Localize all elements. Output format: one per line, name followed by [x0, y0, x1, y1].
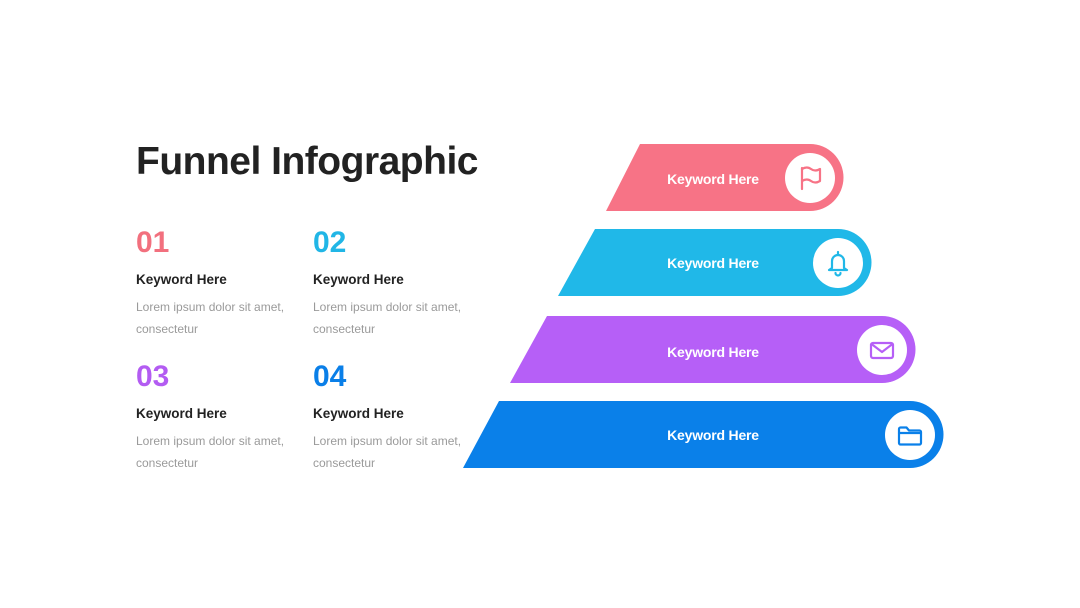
funnel-band-3	[510, 316, 916, 383]
folder-icon-circle	[885, 410, 935, 460]
bell-icon	[827, 250, 849, 277]
item-number: 04	[313, 360, 347, 393]
flag-icon	[800, 166, 822, 191]
item-description: Lorem ipsum dolor sit amet, consectetur	[313, 296, 483, 340]
funnel-band-label: Keyword Here	[667, 344, 759, 360]
funnel-band-2	[558, 229, 872, 296]
mail-icon-circle	[857, 325, 907, 375]
funnel-band-1	[606, 144, 844, 211]
item-1: 01 Keyword Here Lorem ipsum dolor sit am…	[136, 226, 306, 340]
item-description-line: consectetur	[136, 322, 199, 336]
flag-icon-circle	[785, 153, 835, 203]
mail-icon	[869, 341, 895, 360]
item-3: 03 Keyword Here Lorem ipsum dolor sit am…	[136, 360, 306, 474]
item-number: 03	[136, 360, 170, 393]
item-description-line: Lorem ipsum dolor sit amet,	[313, 300, 462, 314]
item-description: Lorem ipsum dolor sit amet, consectetur	[136, 296, 306, 340]
funnel-band-4	[463, 401, 944, 468]
item-description: Lorem ipsum dolor sit amet, consectetur	[136, 430, 306, 474]
item-4: 04 Keyword Here Lorem ipsum dolor sit am…	[313, 360, 483, 474]
funnel-band-label: Keyword Here	[667, 171, 759, 187]
bell-icon-circle	[813, 238, 863, 288]
item-description-line: Lorem ipsum dolor sit amet,	[136, 434, 285, 448]
item-keyword: Keyword Here	[136, 272, 227, 287]
item-description: Lorem ipsum dolor sit amet, consectetur	[313, 430, 483, 474]
item-number: 02	[313, 226, 347, 259]
item-2: 02 Keyword Here Lorem ipsum dolor sit am…	[313, 226, 483, 340]
item-number: 01	[136, 226, 170, 259]
item-description-line: consectetur	[313, 456, 376, 470]
page-title: Funnel Infographic	[136, 140, 478, 183]
item-keyword: Keyword Here	[313, 272, 404, 287]
item-description-line: Lorem ipsum dolor sit amet,	[313, 434, 462, 448]
funnel-band-label: Keyword Here	[667, 427, 759, 443]
item-description-line: consectetur	[313, 322, 376, 336]
folder-icon	[897, 426, 923, 446]
item-description-line: Lorem ipsum dolor sit amet,	[136, 300, 285, 314]
funnel-band-label: Keyword Here	[667, 255, 759, 271]
item-keyword: Keyword Here	[313, 406, 404, 421]
item-keyword: Keyword Here	[136, 406, 227, 421]
item-description-line: consectetur	[136, 456, 199, 470]
